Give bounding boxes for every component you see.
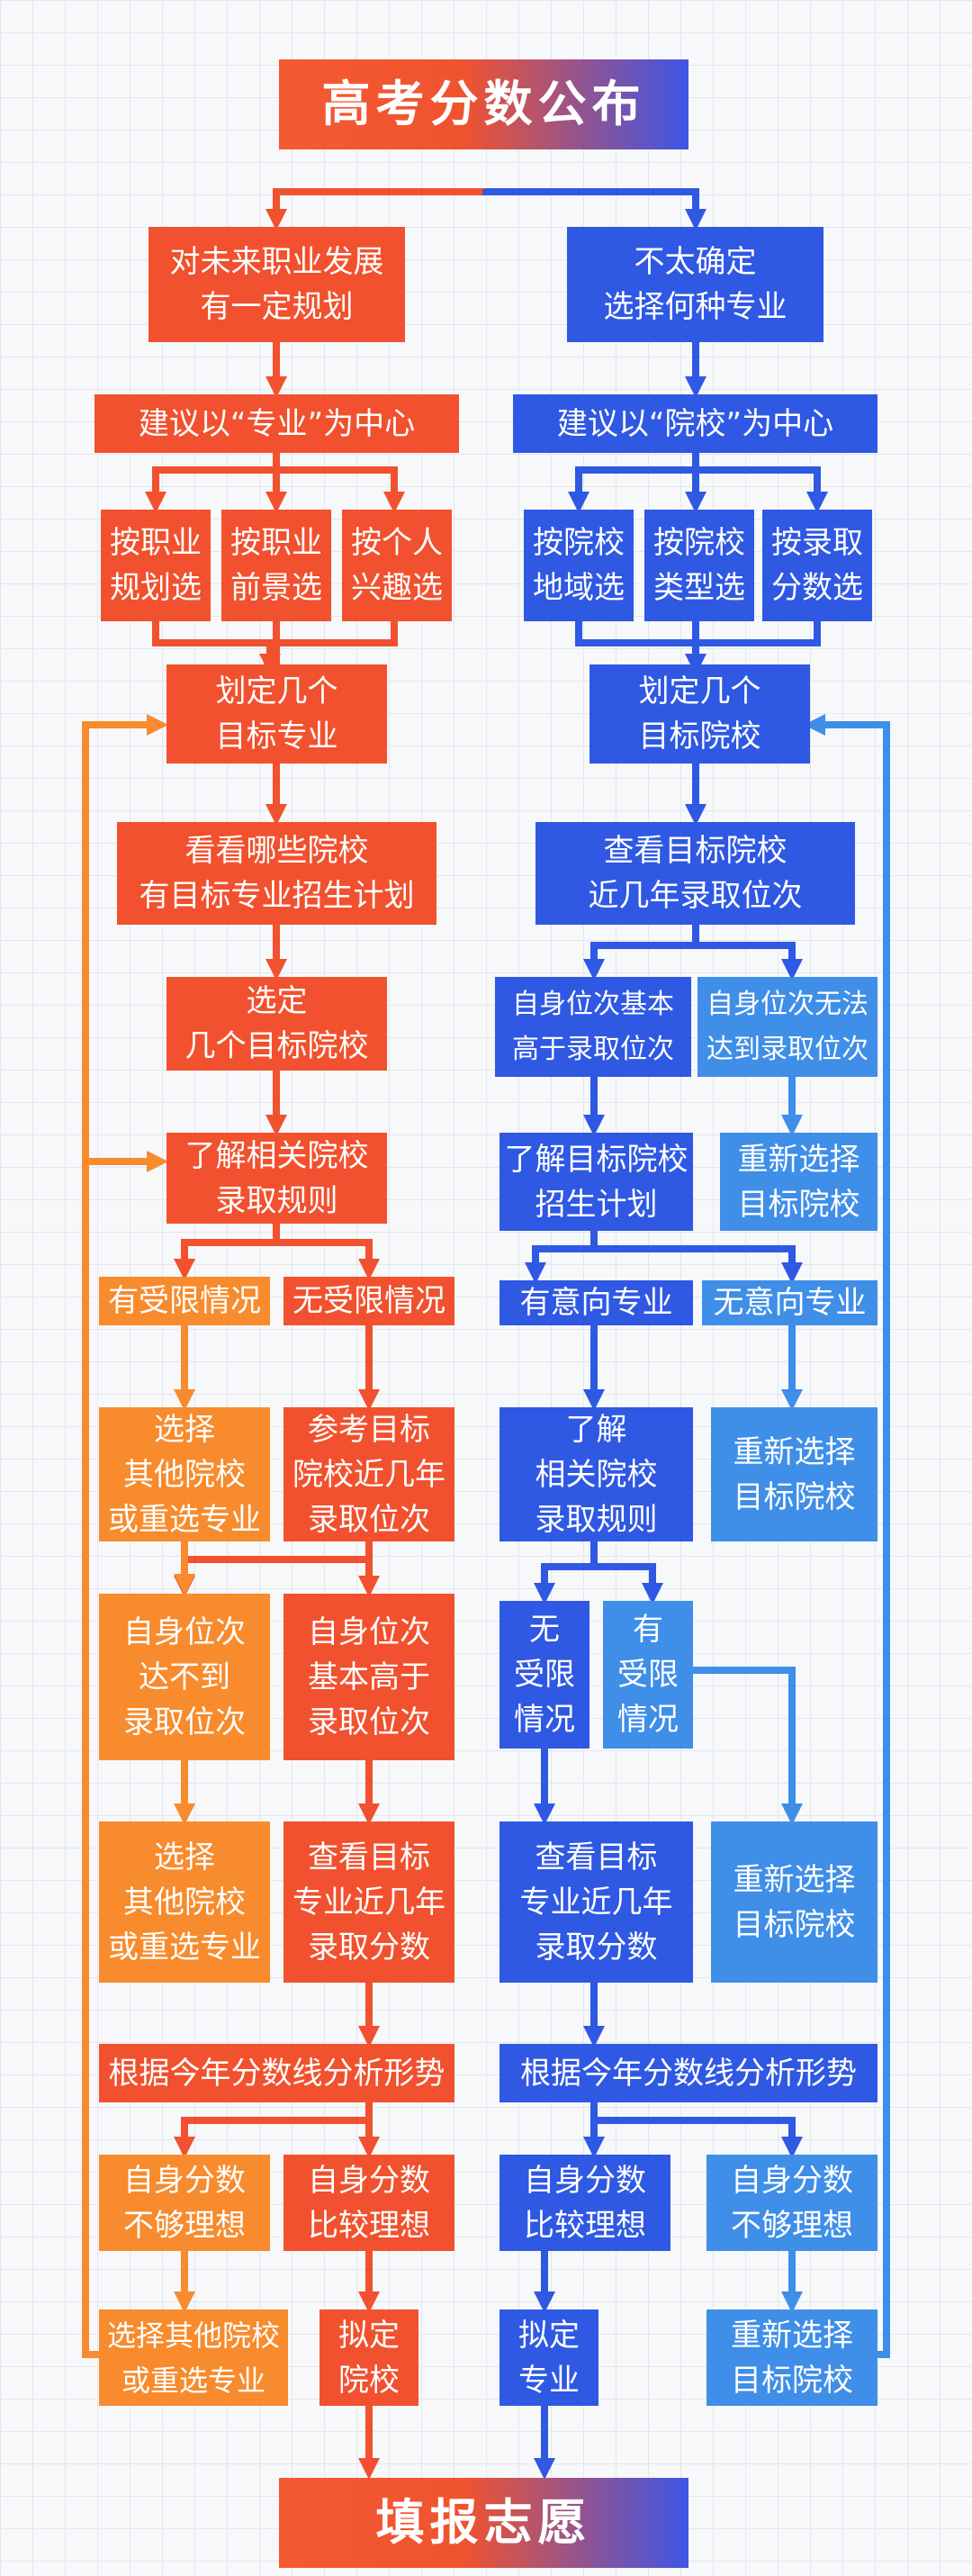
left-analyze-box: 根据今年分数线分析形势: [99, 2044, 454, 2102]
right-reselect-box-2: 重新选择 目标院校: [711, 1407, 878, 1541]
left-rank-high-box: 自身位次 基本高于 录取位次: [284, 1594, 454, 1760]
right-plan-box: 不太确定 选择何种专业: [567, 227, 824, 342]
right-unrestricted-box: 无 受限 情况: [500, 1601, 590, 1749]
right-option-type: 按院校 类型选: [644, 510, 754, 621]
right-analyze-box: 根据今年分数线分析形势: [500, 2044, 878, 2102]
right-reselect-box-1: 重新选择 目标院校: [720, 1133, 878, 1231]
left-score-good-box: 自身分数 比较理想: [284, 2155, 454, 2251]
left-score-bad-box: 自身分数 不够理想: [99, 2155, 270, 2251]
left-rank-low-box: 自身位次 达不到 录取位次: [99, 1594, 270, 1760]
right-rank-low-box: 自身位次无法 达到录取位次: [698, 977, 878, 1077]
right-restricted-box: 有 受限 情况: [603, 1601, 693, 1749]
left-option-career-prospect: 按职业 前景选: [221, 510, 331, 621]
left-choose-other-box-1: 选择 其他院校 或重选专业: [99, 1407, 270, 1541]
left-check-scores-box: 查看目标 专业近几年 录取分数: [284, 1821, 454, 1983]
left-rules-box: 了解相关院校 录取规则: [166, 1133, 387, 1224]
right-check-scores-box: 查看目标 专业近几年 录取分数: [500, 1821, 693, 1983]
left-decide-box: 拟定 院校: [320, 2309, 418, 2406]
left-ref-rank-box: 参考目标 院校近几年 录取位次: [284, 1407, 454, 1541]
right-decide-box: 拟定 专业: [500, 2309, 598, 2406]
left-target-major-box: 划定几个 目标专业: [166, 664, 387, 764]
right-rank-high-box: 自身位次基本 高于录取位次: [495, 977, 691, 1077]
right-plan-info-box: 了解目标院校 招生计划: [500, 1133, 693, 1231]
right-target-school-box: 划定几个 目标院校: [590, 664, 810, 764]
left-choose-other-box-3: 选择其他院校 或重选专业: [99, 2309, 288, 2406]
right-no-major-box: 无意向专业: [702, 1280, 878, 1325]
left-plan-box: 对未来职业发展 有一定规划: [148, 227, 405, 342]
left-center-box: 建议以“专业”为中心: [94, 394, 459, 453]
left-check-schools-box: 看看哪些院校 有目标专业招生计划: [117, 822, 436, 925]
right-check-rank-box: 查看目标院校 近几年录取位次: [536, 822, 855, 925]
right-option-score: 按录取 分数选: [762, 510, 872, 621]
left-choose-other-box-2: 选择 其他院校 或重选专业: [99, 1821, 270, 1983]
right-reselect-box-3: 重新选择 目标院校: [711, 1821, 878, 1983]
right-rules-box: 了解 相关院校 录取规则: [500, 1407, 693, 1541]
right-option-region: 按院校 地域选: [524, 510, 634, 621]
left-option-interest: 按个人 兴趣选: [342, 510, 452, 621]
right-reselect-box-4: 重新选择 目标院校: [706, 2309, 878, 2406]
title-box: 高考分数公布: [279, 59, 688, 149]
final-box: 填报志愿: [279, 2478, 688, 2568]
left-unrestricted-box: 无受限情况: [284, 1277, 454, 1325]
right-has-major-box: 有意向专业: [500, 1280, 693, 1325]
left-select-schools-box: 选定 几个目标院校: [166, 977, 387, 1071]
right-center-box: 建议以“院校”为中心: [513, 394, 878, 453]
right-score-good-box: 自身分数 比较理想: [500, 2155, 670, 2251]
left-option-career-plan: 按职业 规划选: [101, 510, 211, 621]
left-restricted-box: 有受限情况: [99, 1277, 270, 1325]
right-score-bad-box: 自身分数 不够理想: [706, 2155, 878, 2251]
